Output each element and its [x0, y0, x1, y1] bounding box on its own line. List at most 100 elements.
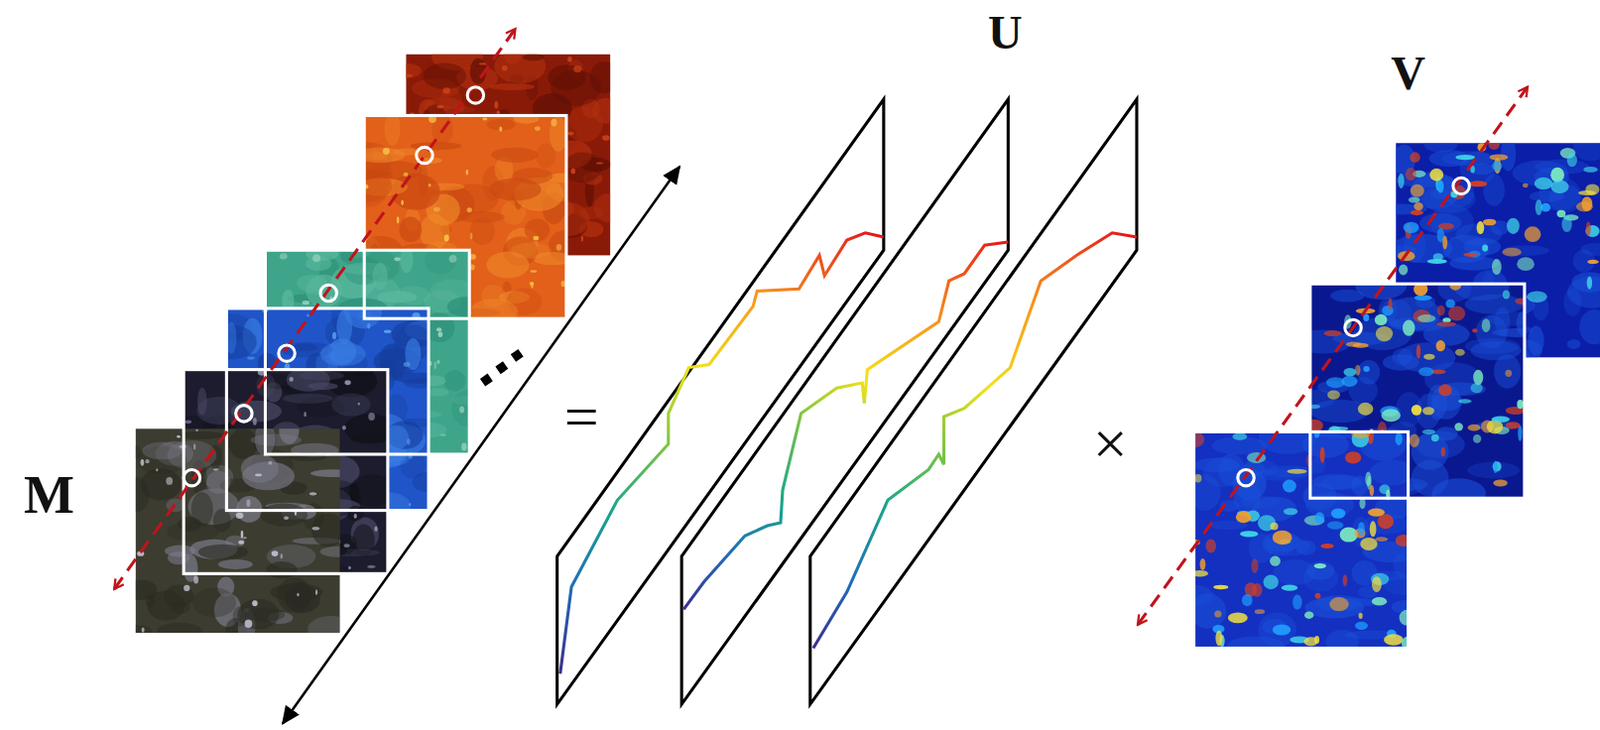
texture-blob: [393, 256, 401, 261]
texture-blob: [1408, 196, 1420, 203]
texture-blob: [376, 290, 417, 303]
texture-blob: [1524, 226, 1542, 243]
texture-blob: [1343, 574, 1349, 587]
texture-blob: [1228, 613, 1248, 624]
texture-blob: [1587, 259, 1600, 264]
texture-blob: [1272, 530, 1293, 545]
texture-blob: [213, 508, 232, 532]
texture-blob: [1330, 289, 1364, 303]
texture-blob: [280, 553, 284, 560]
texture-blob: [1314, 563, 1327, 569]
texture-blob: [399, 249, 413, 273]
texture-blob: [331, 392, 370, 416]
texture-blob: [141, 626, 145, 632]
texture-blob: [498, 126, 502, 132]
texture-blob: [1374, 314, 1388, 326]
texture-blob: [241, 530, 245, 539]
texture-blob: [165, 477, 173, 486]
texture-blob: [218, 559, 253, 570]
texture-blob: [1422, 406, 1435, 415]
texture-blob: [246, 357, 255, 361]
texture-blob: [283, 515, 289, 520]
texture-blob: [1315, 511, 1326, 524]
texture-blob: [1375, 326, 1393, 342]
dot: [494, 361, 508, 374]
texture-blob: [1585, 183, 1600, 195]
texture-blob: [1330, 426, 1349, 432]
dot: [480, 373, 493, 387]
texture-blob: [1482, 219, 1496, 227]
texture-blob: [267, 461, 272, 466]
texture-blob: [288, 376, 293, 382]
texture-blob: [344, 543, 351, 548]
band-image-ground: [135, 428, 341, 633]
texture-blob: [444, 235, 450, 243]
texture-blob: [1250, 558, 1258, 574]
texture-blob: [1254, 609, 1265, 615]
pixel-marker: [1345, 319, 1361, 336]
frame-border: [1310, 283, 1525, 498]
texture-blob: [466, 169, 470, 176]
texture-blob: [1429, 168, 1444, 182]
texture-blob: [396, 216, 400, 224]
texture-blob: [383, 115, 400, 145]
texture-blob: [1409, 433, 1420, 448]
texture-blob: [1424, 142, 1459, 152]
texture-blob: [348, 566, 352, 571]
texture-blob: [342, 425, 347, 431]
texture-blob: [1367, 508, 1385, 517]
texture-blob: [245, 619, 253, 628]
dot: [510, 349, 524, 363]
texture-blob: [1586, 221, 1592, 237]
texture-blob: [1516, 399, 1524, 409]
texture-blob: [1357, 360, 1381, 385]
texture-blob: [1437, 305, 1446, 316]
texture-blob: [254, 474, 262, 478]
texture-blob: [1282, 479, 1297, 493]
texture-blob: [1416, 344, 1421, 359]
texture-blob: [245, 608, 285, 622]
texture-blob: [1329, 597, 1349, 612]
texture-blob: [1579, 309, 1600, 345]
texture-blob: [1502, 245, 1550, 256]
texture-blob: [1258, 431, 1317, 455]
frame-borders: [1194, 283, 1525, 648]
pixel-marker: [320, 284, 337, 301]
texture-blob: [1573, 142, 1600, 161]
texture-blob: [1260, 465, 1316, 478]
texture-blob: [344, 413, 388, 444]
texture-blob: [444, 369, 467, 391]
texture-blob: [1473, 369, 1483, 386]
texture-blob: [251, 600, 258, 607]
texture-blob: [302, 300, 311, 305]
texture-blob: [344, 379, 351, 385]
texture-blob: [436, 105, 444, 109]
texture-blob: [1402, 320, 1415, 337]
texture-blob: [249, 434, 302, 447]
ellipsis-dots: [480, 349, 524, 387]
texture-blob: [1587, 276, 1593, 290]
texture-blob: [311, 526, 320, 531]
texture-blob: [1405, 167, 1417, 181]
texture-blob: [299, 370, 345, 380]
texture-blob: [447, 296, 470, 318]
frame-borders: [183, 115, 567, 574]
texture-blob: [1324, 330, 1343, 337]
texture-blob: [364, 147, 405, 163]
frame-border: [1194, 431, 1409, 648]
band-image-ground: [364, 115, 567, 319]
texture-blob: [332, 332, 337, 340]
texture-blob: [1227, 635, 1285, 648]
texture-blob: [191, 492, 214, 527]
texture-blob: [140, 459, 145, 467]
texture-blob: [596, 162, 604, 165]
texture-blob: [1315, 595, 1362, 612]
texture-blob: [1567, 339, 1582, 350]
texture-blob: [1414, 294, 1433, 301]
texture-blob: [1383, 633, 1404, 645]
texture-blob: [1410, 184, 1425, 198]
abundance-map: [1176, 422, 1429, 657]
texture-blob: [1448, 305, 1466, 321]
texture-blob: [602, 134, 611, 140]
